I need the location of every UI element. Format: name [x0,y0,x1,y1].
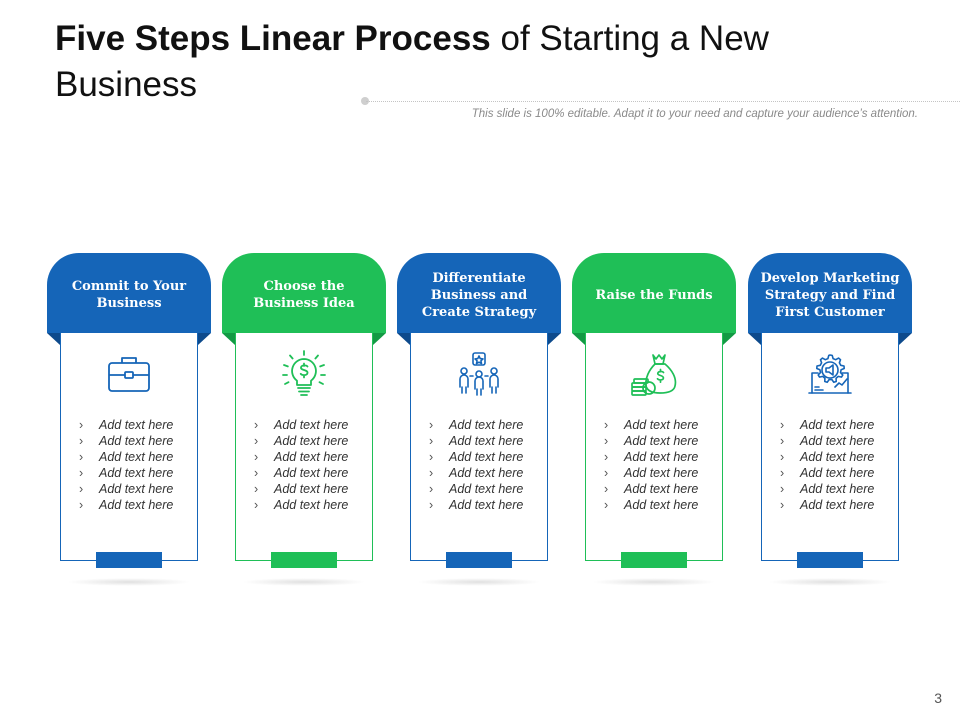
list-item: ›Add text here [254,434,349,448]
list-item: ›Add text here [429,418,524,432]
list-item: ›Add text here [79,498,174,512]
list-item: ›Add text here [254,418,349,432]
slide-title-bold: Five Steps Linear Process [55,19,491,58]
list-item: ›Add text here [780,482,875,496]
divider-line [366,101,960,102]
list-item: ›Add text here [79,418,174,432]
list-item: ›Add text here [254,482,349,496]
list-item: ›Add text here [604,434,699,448]
bullet-list: ›Add text here ›Add text here ›Add text … [254,417,348,513]
step-bottom-tab [446,552,512,568]
header-fold-right [899,333,912,345]
marketing-gear-icon [808,354,852,394]
step-5: Develop Marketing Strategy and Find Firs… [748,253,914,593]
step-header: Differentiate Business and Create Strate… [397,253,561,333]
list-item: ›Add text here [79,434,174,448]
step-card [60,319,198,561]
people-strategy-icon [459,352,499,396]
step-header: Choose the Business Idea [222,253,386,333]
lightbulb-dollar-icon [282,350,326,396]
bullet-list: ›Add text here ›Add text here ›Add text … [429,417,523,513]
step-title: Choose the Business Idea [253,279,355,311]
list-item: ›Add text here [254,450,349,464]
step-card [761,319,899,561]
step-bottom-tab [621,552,687,568]
list-item: ›Add text here [604,498,699,512]
briefcase-icon [108,357,150,392]
money-bag-icon [631,354,677,396]
step-bottom-tab [797,552,863,568]
list-item: ›Add text here [780,418,875,432]
bullet-list: ›Add text here ›Add text here ›Add text … [780,417,874,513]
step-shadow [242,578,366,586]
header-fold-right [198,333,211,345]
step-shadow [417,578,541,586]
step-1: Commit to Your Business ›Add text here ›… [47,253,213,593]
header-fold-right [373,333,386,345]
list-item: ›Add text here [79,482,174,496]
header-fold-left [572,333,585,345]
step-card [410,319,548,561]
header-fold-left [222,333,235,345]
header-fold-right [723,333,736,345]
step-shadow [768,578,892,586]
list-item: ›Add text here [604,482,699,496]
list-item: ›Add text here [604,418,699,432]
list-item: ›Add text here [780,434,875,448]
list-item: ›Add text here [429,434,524,448]
list-item: ›Add text here [429,498,524,512]
step-bottom-tab [271,552,337,568]
step-title: Differentiate Business and Create Strate… [421,270,537,320]
bullet-list: ›Add text here ›Add text here ›Add text … [79,417,173,513]
header-fold-left [748,333,761,345]
list-item: ›Add text here [254,498,349,512]
list-item: ›Add text here [780,498,875,512]
step-header: Commit to Your Business [47,253,211,333]
divider-dot [361,97,369,105]
step-title: Raise the Funds [595,287,713,303]
list-item: ›Add text here [780,450,875,464]
header-fold-left [397,333,410,345]
header-fold-left [47,333,60,345]
step-title: Develop Marketing Strategy and Find Firs… [760,270,900,320]
header-fold-right [548,333,561,345]
list-item: ›Add text here [429,466,524,480]
slide-subtitle: This slide is 100% editable. Adapt it to… [471,108,918,120]
page-number: 3 [934,690,942,706]
step-header: Raise the Funds [572,253,736,333]
list-item: ›Add text here [604,466,699,480]
list-item: ›Add text here [254,466,349,480]
list-item: ›Add text here [429,450,524,464]
list-item: ›Add text here [604,450,699,464]
list-item: ›Add text here [780,466,875,480]
step-shadow [592,578,716,586]
step-3: Differentiate Business and Create Strate… [397,253,563,593]
step-bottom-tab [96,552,162,568]
step-shadow [67,578,191,586]
bullet-list: ›Add text here ›Add text here ›Add text … [604,417,698,513]
step-4: Raise the Funds ›Add text here ›Add text… [572,253,738,593]
list-item: ›Add text here [429,482,524,496]
list-item: ›Add text here [79,450,174,464]
step-header: Develop Marketing Strategy and Find Firs… [748,253,912,333]
list-item: ›Add text here [79,466,174,480]
slide-title-regular: of Starting a New Business [55,19,769,104]
slide-title: Five Steps Linear Process of Starting a … [55,16,875,108]
step-title: Commit to Your Business [71,279,187,311]
step-2: Choose the Business Idea ›Add text here … [222,253,388,593]
